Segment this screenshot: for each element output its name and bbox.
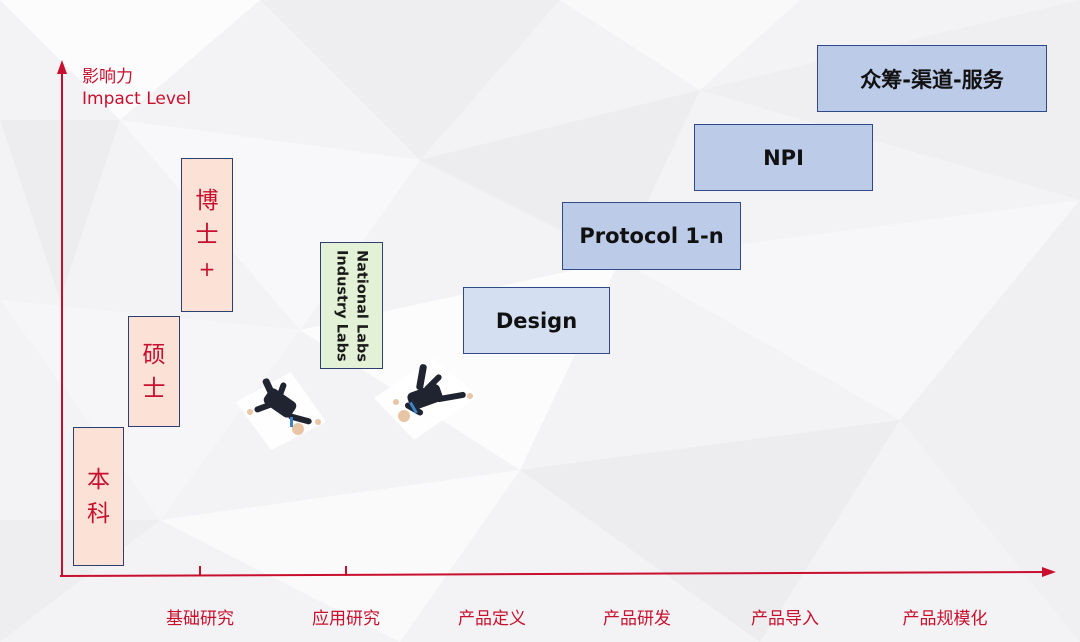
falling-businessman-icon	[236, 372, 326, 450]
falling-businessman-icon	[374, 358, 478, 440]
x-axis-label-applied-research: 应用研究	[312, 609, 380, 629]
labs-line-1: National Labs	[353, 249, 370, 362]
x-axis-label-product-definition: 产品定义	[458, 609, 526, 629]
scale-label: 众筹-渠道-服务	[860, 67, 1004, 92]
labs-text: National Labs Industry Labs	[332, 250, 372, 362]
protocol-label: Protocol 1-n	[579, 224, 724, 248]
x-axis-label-product-development: 产品研发	[603, 609, 671, 629]
phd-char-3: +	[198, 257, 216, 281]
master-char-2: 士	[142, 375, 166, 402]
design-label: Design	[495, 308, 578, 333]
y-axis-label-en: Impact Level	[82, 89, 192, 109]
phd-char-2: 士	[195, 222, 219, 248]
bachelor-box: 本 科	[73, 427, 124, 566]
x-axis-label-product-scaling: 产品规模化	[902, 609, 988, 629]
npi-box: NPI	[694, 124, 873, 191]
y-axis-label: 影响力 Impact Level	[82, 66, 191, 110]
npi-label: NPI	[763, 145, 804, 170]
master-box: 硕 士	[128, 316, 180, 427]
labs-line-2: Industry Labs	[333, 249, 350, 362]
bachelor-char-2: 科	[87, 500, 110, 527]
master-char-1: 硕	[142, 341, 166, 368]
labs-box: National Labs Industry Labs	[320, 242, 383, 369]
protocol-box: Protocol 1-n	[562, 202, 741, 270]
x-axis-label-basic-research: 基础研究	[166, 609, 234, 629]
phd-box: 博 士 +	[181, 158, 233, 312]
y-axis-label-cn: 影响力	[82, 67, 133, 87]
scale-box: 众筹-渠道-服务	[817, 45, 1047, 112]
phd-char-1: 博	[195, 188, 219, 214]
x-axis-label-product-introduction: 产品导入	[751, 609, 819, 629]
bachelor-char-1: 本	[87, 466, 110, 493]
design-box: Design	[463, 287, 610, 354]
